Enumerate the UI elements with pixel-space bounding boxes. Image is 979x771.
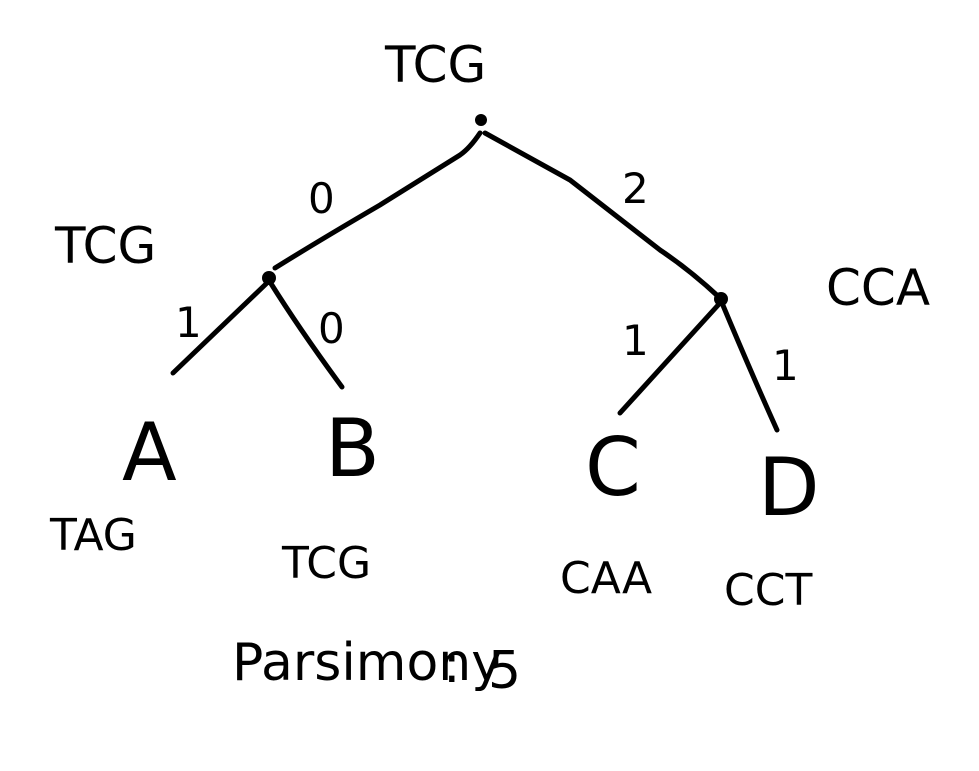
edge-weight-root-left: 0 [308,174,335,223]
internal-left-sequence-label: TCG [54,217,156,275]
leaf-sequence-A: TAG [49,510,137,561]
edge-right-C [617,300,723,416]
parsimony-separator: : [443,635,461,695]
edge-right-D [719,300,780,433]
internal-right-sequence-label: CCA [826,259,930,317]
leaf-name-A: A [122,406,177,499]
internal-node-right [714,292,728,306]
edge-root-left [272,130,483,271]
edge-left-B [267,279,345,390]
parsimony-value: 5 [488,641,521,701]
root-sequence-label: TCG [384,36,486,94]
leaf-name-C: C [585,421,641,514]
edge-weight-right-C: 1 [622,316,649,365]
leaf-sequence-C: CAA [560,553,652,604]
parsimony-label: Parsimony [232,633,502,693]
edge-weight-left-B: 0 [318,304,345,353]
edge-left-A [170,279,271,376]
edge-weight-root-right: 2 [622,164,649,213]
edge-weight-right-D: 1 [772,341,799,390]
root-node [475,114,487,126]
leaf-sequence-B: TCG [281,538,371,589]
leaf-name-B: B [325,402,380,495]
internal-node-left [262,271,276,285]
leaf-name-D: D [758,441,820,534]
leaf-sequence-D: CCT [724,565,812,616]
edge-weight-left-A: 1 [175,298,202,347]
edge-root-right [482,130,723,301]
